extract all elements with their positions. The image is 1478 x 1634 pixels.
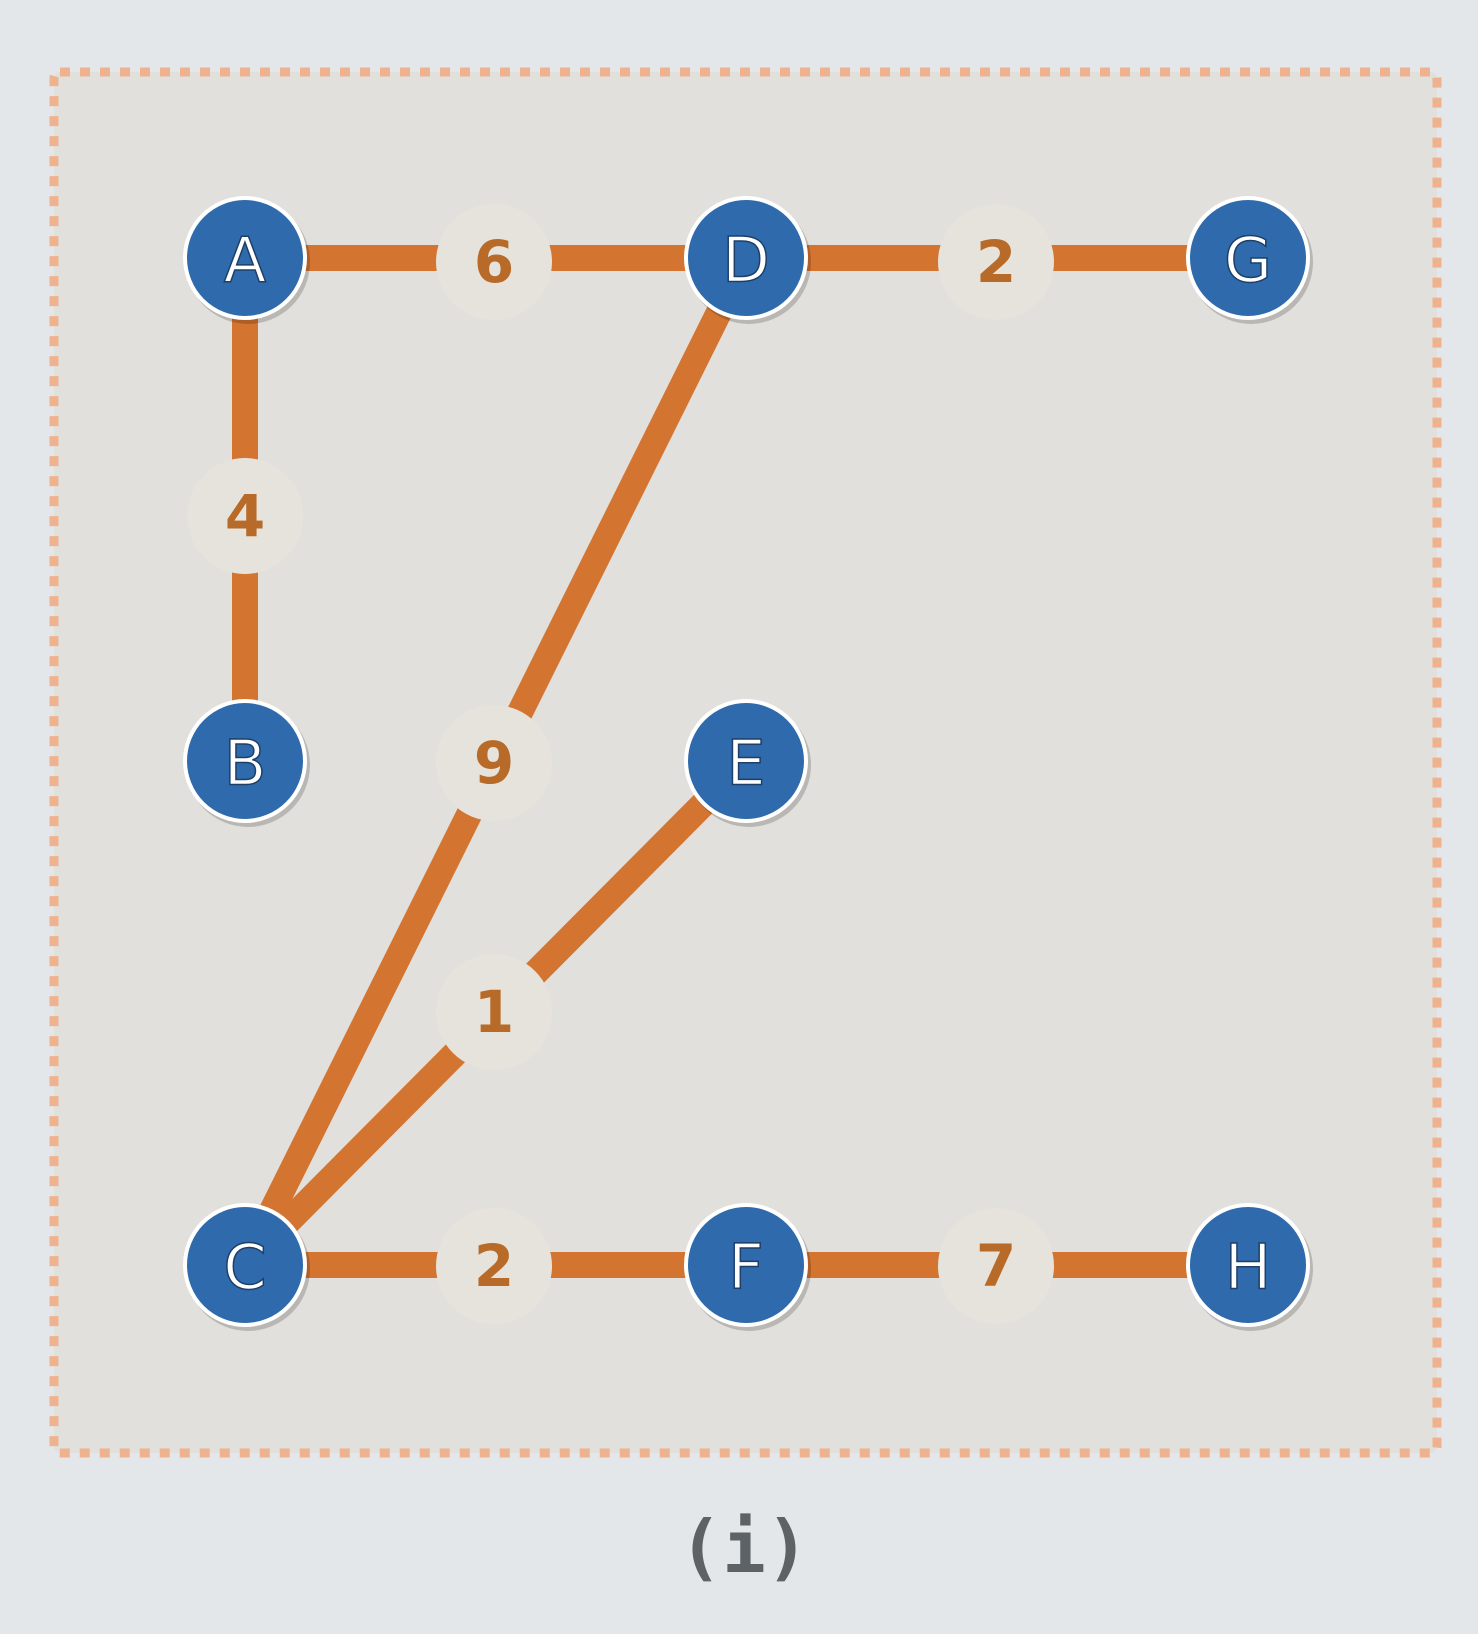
edge-weight-background xyxy=(938,1208,1054,1324)
node-circle xyxy=(183,1203,307,1327)
node-label: G xyxy=(1224,224,1272,297)
edge-weight-background xyxy=(436,1208,552,1324)
edge-weight-a-b: 4 xyxy=(187,458,303,574)
node-label: B xyxy=(224,727,267,800)
edge-weight-label: 6 xyxy=(474,228,514,296)
edge-weight-e-c: 1 xyxy=(436,954,552,1070)
edge-weight-label: 4 xyxy=(225,482,265,550)
node-c: C xyxy=(183,1203,310,1331)
node-circle xyxy=(684,196,808,320)
node-d: D xyxy=(684,196,811,324)
edge-weight-label: 7 xyxy=(976,1232,1016,1300)
edge-weight-background xyxy=(436,204,552,320)
node-e: E xyxy=(684,699,811,827)
diagram-caption: (i) xyxy=(679,1505,809,1589)
edge-weight-background xyxy=(187,458,303,574)
edge-weight-background xyxy=(436,954,552,1070)
edge-weight-label: 9 xyxy=(474,729,514,797)
node-f: F xyxy=(684,1203,811,1331)
node-label: E xyxy=(726,727,765,800)
edge-weight-f-h: 7 xyxy=(938,1208,1054,1324)
nodes-layer: A D G B E C F H xyxy=(183,196,1313,1331)
node-circle xyxy=(684,1203,808,1327)
edge-weight-a-d: 6 xyxy=(436,204,552,320)
edge-weight-label: 1 xyxy=(474,978,514,1046)
edge-weight-d-g: 2 xyxy=(938,204,1054,320)
node-circle xyxy=(183,196,307,320)
node-b: B xyxy=(183,699,310,827)
node-label: D xyxy=(722,224,770,297)
node-a: A xyxy=(183,196,310,324)
node-label: C xyxy=(223,1231,266,1304)
node-g: G xyxy=(1186,196,1313,324)
edge-weight-background xyxy=(938,204,1054,320)
node-circle xyxy=(684,699,808,823)
edge-weight-d-c: 9 xyxy=(436,705,552,821)
edge-weight-label: 2 xyxy=(474,1232,514,1300)
node-h: H xyxy=(1186,1203,1313,1331)
edge-weights-layer: 6 2 4 9 1 2 7 xyxy=(187,204,1054,1324)
node-circle xyxy=(1186,196,1310,320)
edge-weight-background xyxy=(436,705,552,821)
node-label: H xyxy=(1225,1231,1272,1304)
node-circle xyxy=(1186,1203,1310,1327)
node-label: A xyxy=(224,224,266,297)
edge-weight-label: 2 xyxy=(976,228,1016,296)
node-label: F xyxy=(728,1231,764,1304)
edge-weight-c-f: 2 xyxy=(436,1208,552,1324)
node-circle xyxy=(183,699,307,823)
